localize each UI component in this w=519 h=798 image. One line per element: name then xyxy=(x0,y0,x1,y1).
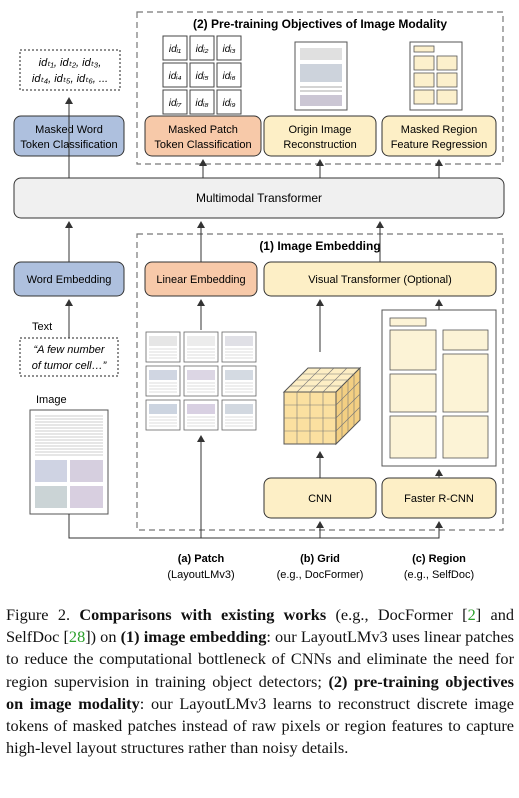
flow-to-rcnn xyxy=(320,521,443,539)
citation-docformer[interactable]: 2 xyxy=(467,605,476,624)
patch-token-id: idᵢ₁ xyxy=(169,44,181,55)
architecture-diagram: (2) Pre-training Objectives of Image Mod… xyxy=(13,11,505,581)
caption-t3: ] and SelfDoc [ xyxy=(6,605,514,647)
patch-token-cell xyxy=(189,62,215,88)
caption-t1: Comparisons with existing works xyxy=(79,605,327,624)
masked-patch-box xyxy=(144,115,262,157)
patch-thumbnails xyxy=(145,331,257,431)
caption-t2: (e.g., DocFormer [ xyxy=(326,605,468,624)
citation-selfdoc[interactable]: 28 xyxy=(68,627,86,647)
multimodal-transformer-label: Multimodal Transformer xyxy=(196,191,322,205)
caption-t6: : our LayoutLMv3 uses linear patches to … xyxy=(6,627,515,691)
patch-token-cell xyxy=(216,62,242,88)
region-method-sub: (e.g., SelfDoc) xyxy=(404,569,474,581)
masked-region-line1: Masked Region xyxy=(401,124,477,136)
patch-content xyxy=(225,404,253,414)
patch-content xyxy=(187,370,215,380)
patch-token-cell xyxy=(162,35,188,61)
patch-token-id: idᵢ₂ xyxy=(196,44,209,55)
masked-region-line2: Feature Regression xyxy=(391,139,488,151)
patch-token-cell xyxy=(189,35,215,61)
masked-region-box xyxy=(381,115,497,157)
masked-patch-line1: Masked Patch xyxy=(168,124,238,136)
grid-method-sub: (e.g., DocFormer) xyxy=(277,569,364,581)
patch-content xyxy=(149,404,177,414)
cube-grid-line xyxy=(322,367,348,393)
patch-token-cell xyxy=(162,62,188,88)
patch-token-cell xyxy=(189,89,215,115)
linear-embedding-label: Linear Embedding xyxy=(156,274,245,286)
origin-image-line1: Origin Image xyxy=(289,124,352,136)
patch-token-cell xyxy=(216,89,242,115)
caption-t4: ]) on xyxy=(85,627,121,647)
caption-t7: (2) pre-training objectives on image mod… xyxy=(6,671,514,713)
patch-content xyxy=(187,404,215,414)
patch-method-sub: (LayoutLMv3) xyxy=(167,569,234,581)
origin-image-line2: Reconstruction xyxy=(283,139,356,151)
region-method-label: (c) Region xyxy=(412,553,466,565)
masked-patch-line2: Token Classification xyxy=(154,139,251,151)
doc-figure xyxy=(35,486,67,508)
patch-token-id: idᵢ₃ xyxy=(223,44,236,55)
patch-method-label: (a) Patch xyxy=(178,553,225,565)
text-quote-line2: of tumor cell…” xyxy=(32,360,108,372)
input-document-image xyxy=(29,409,109,515)
patch-token-id: idᵢ₇ xyxy=(169,98,182,109)
region-document xyxy=(381,309,497,467)
caption-t5: (1) image embedding xyxy=(120,627,267,647)
cnn-label: CNN xyxy=(308,493,332,505)
patch-token-cell xyxy=(162,89,188,115)
patch-content xyxy=(149,336,177,346)
patch-content xyxy=(225,336,253,346)
text-input-label: Text xyxy=(32,321,52,333)
caption-fig: Figure 2. xyxy=(6,605,71,624)
word-embedding-label: Word Embedding xyxy=(27,274,112,286)
word-token-ids-line2: idₜ₄, idₜ₅, idₜ₆, ... xyxy=(32,73,108,85)
image-input-label: Image xyxy=(36,394,67,406)
grid-feature-cube xyxy=(282,366,362,446)
doc-figure xyxy=(35,460,67,482)
patch-token-id: idᵢ₅ xyxy=(195,71,208,82)
multimodal-transformer-box xyxy=(13,177,505,219)
text-quote-line1: “A few number xyxy=(33,344,105,356)
word-token-ids-line1: idₜ₁, idₜ₂, idₜ₃, xyxy=(39,57,102,69)
origin-document-thumbnail xyxy=(294,41,348,111)
patch-token-id: idᵢ₉ xyxy=(223,98,236,109)
embedding-title: (1) Image Embedding xyxy=(259,239,380,253)
faster-rcnn-box xyxy=(381,477,497,519)
grid-method-label: (b) Grid xyxy=(300,553,340,565)
cnn-box xyxy=(263,477,377,519)
objectives-title: (2) Pre-training Objectives of Image Mod… xyxy=(193,17,447,31)
patch-content xyxy=(187,336,215,346)
patch-content xyxy=(225,370,253,380)
faster-rcnn-label: Faster R-CNN xyxy=(404,493,474,505)
patch-token-cell xyxy=(216,35,242,61)
doc-figure xyxy=(70,486,103,508)
cube-grid-line xyxy=(335,406,361,432)
patch-token-id: idᵢ₆ xyxy=(222,71,235,82)
figure-caption: Figure 2. Comparisons with existing work… xyxy=(6,604,514,759)
patch-token-id: idᵢ₄ xyxy=(168,71,181,82)
region-document-thumbnail xyxy=(409,41,463,111)
origin-image-box xyxy=(263,115,377,157)
doc-figure xyxy=(70,460,103,482)
patch-token-id: idᵢ₈ xyxy=(195,98,208,109)
caption-t8: : our LayoutLMv3 learns to reconstruct d… xyxy=(6,693,515,758)
word-token-ids-box xyxy=(19,49,121,91)
patch-content xyxy=(149,370,177,380)
patch-token-grid: idᵢ₁ idᵢ₂ idᵢ₃ idᵢ₄ idᵢ₅ idᵢ₆ idᵢ₇ idᵢ₈ idᵢ₉ xyxy=(162,35,242,115)
visual-transformer-label: Visual Transformer (Optional) xyxy=(308,274,451,286)
